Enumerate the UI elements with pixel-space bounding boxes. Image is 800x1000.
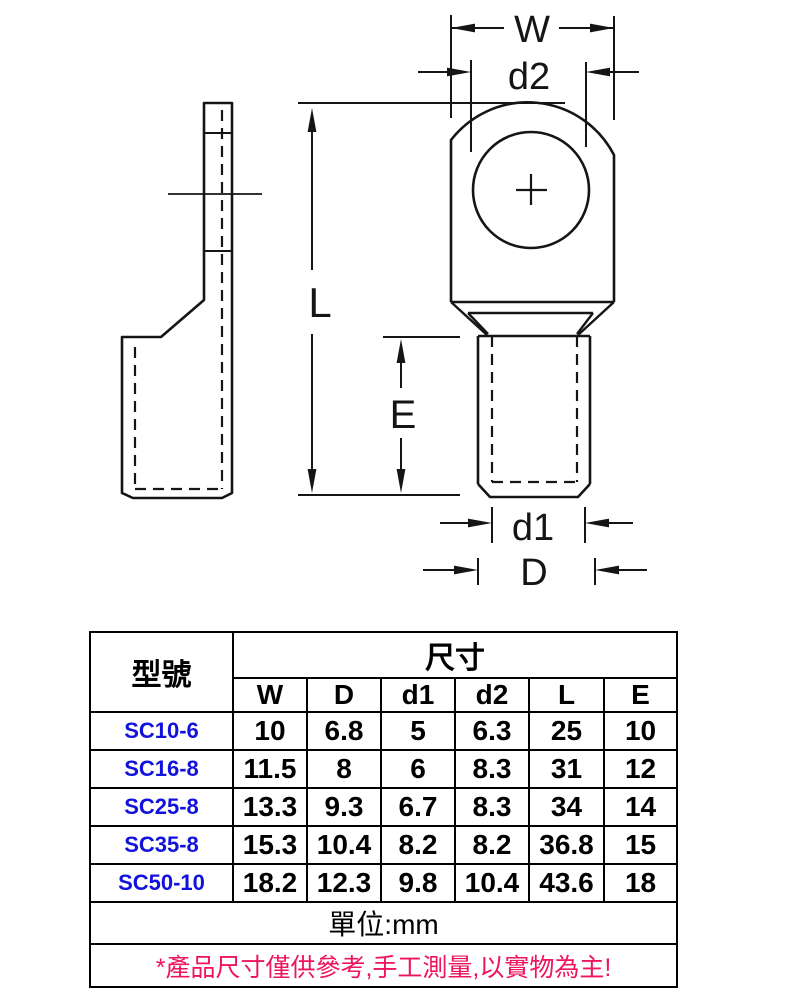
value-cell: 31 bbox=[528, 749, 605, 789]
dim-d1 bbox=[440, 507, 633, 543]
label-d2: d2 bbox=[508, 56, 550, 98]
value-cell: 6.8 bbox=[306, 711, 382, 751]
col-header-d1: d1 bbox=[380, 677, 456, 713]
value-cell: 9.3 bbox=[306, 787, 382, 827]
col-header-d2: d2 bbox=[454, 677, 530, 713]
label-E: E bbox=[390, 393, 417, 437]
label-D: D bbox=[520, 552, 547, 594]
value-cell: 18 bbox=[602, 863, 679, 903]
unit-row: 單位:mm bbox=[88, 901, 679, 945]
barrel bbox=[476, 334, 592, 499]
table-row: SC50-10 18.2 12.3 9.8 10.4 43.6 18 bbox=[89, 863, 679, 903]
value-cell: 25 bbox=[528, 711, 605, 751]
value-cell: 10 bbox=[602, 711, 679, 751]
dim-D bbox=[423, 558, 647, 585]
value-cell: 6.3 bbox=[454, 711, 530, 751]
value-cell: 36.8 bbox=[528, 825, 605, 865]
col-header-E: E bbox=[602, 677, 679, 713]
value-cell: 10.4 bbox=[306, 825, 382, 865]
side-view bbox=[120, 101, 262, 500]
header-row-2: W D d1 d2 L E bbox=[90, 677, 679, 713]
hole-center-cross bbox=[516, 174, 547, 205]
header-row-1: 型號 尺寸 bbox=[89, 631, 679, 713]
dimensions bbox=[298, 15, 647, 585]
model-cell: SC16-8 bbox=[89, 749, 234, 789]
table-row: SC10-6 10 6.8 5 6.3 25 10 bbox=[89, 711, 679, 751]
bolt-hole bbox=[471, 130, 591, 250]
value-cell: 11.5 bbox=[232, 749, 308, 789]
value-cell: 8.3 bbox=[454, 787, 530, 827]
unit-note: 單位:mm bbox=[88, 901, 679, 945]
value-cell: 6.7 bbox=[380, 787, 456, 827]
value-cell: 12 bbox=[602, 749, 679, 789]
label-W: W bbox=[514, 9, 550, 51]
front-view bbox=[449, 101, 616, 499]
shoulder-taper bbox=[450, 301, 615, 336]
spec-table: 型號 尺寸 W D d1 d2 L E SC10-6 10 6.8 5 6.3 … bbox=[88, 631, 679, 988]
value-cell: 34 bbox=[528, 787, 605, 827]
side-view-outline bbox=[120, 101, 234, 500]
dim-E bbox=[383, 336, 460, 493]
barrel-hidden-lines bbox=[490, 336, 579, 484]
value-cell: 6 bbox=[380, 749, 456, 789]
value-cell: 18.2 bbox=[232, 863, 308, 903]
model-cell: SC35-8 bbox=[89, 825, 234, 865]
value-cell: 43.6 bbox=[528, 863, 605, 903]
value-cell: 15 bbox=[602, 825, 679, 865]
dim-d2 bbox=[418, 60, 639, 152]
dim-W bbox=[450, 15, 615, 120]
footnote: *產品尺寸僅供參考,手工測量,以實物為主! bbox=[88, 943, 679, 988]
cable-lug-technical-drawing: W d2 L E d1 D bbox=[120, 9, 647, 594]
col-header-D: D bbox=[306, 677, 382, 713]
value-cell: 9.8 bbox=[380, 863, 456, 903]
model-cell: SC10-6 bbox=[89, 711, 234, 751]
value-cell: 8 bbox=[306, 749, 382, 789]
footnote-row: *產品尺寸僅供參考,手工測量,以實物為主! bbox=[88, 943, 679, 988]
hidden-lines bbox=[133, 110, 224, 491]
dim-L bbox=[298, 102, 565, 496]
value-cell: 5 bbox=[380, 711, 456, 751]
value-cell: 8.2 bbox=[380, 825, 456, 865]
table-row: SC25-8 13.3 9.3 6.7 8.3 34 14 bbox=[89, 787, 679, 827]
value-cell: 15.3 bbox=[232, 825, 308, 865]
size-header: 尺寸 bbox=[231, 631, 679, 679]
value-cell: 10 bbox=[232, 711, 308, 751]
value-cell: 8.2 bbox=[454, 825, 530, 865]
label-d1: d1 bbox=[512, 507, 554, 549]
col-header-W: W bbox=[232, 677, 308, 713]
value-cell: 12.3 bbox=[306, 863, 382, 903]
model-cell: SC50-10 bbox=[89, 863, 234, 903]
value-cell: 10.4 bbox=[454, 863, 530, 903]
label-L: L bbox=[308, 279, 331, 326]
value-cell: 13.3 bbox=[232, 787, 308, 827]
model-header: 型號 bbox=[89, 631, 234, 713]
value-cell: 8.3 bbox=[454, 749, 530, 789]
table-row: SC35-8 15.3 10.4 8.2 8.2 36.8 15 bbox=[89, 825, 679, 865]
value-cell: 14 bbox=[602, 787, 679, 827]
table-row: SC16-8 11.5 8 6 8.3 31 12 bbox=[89, 749, 679, 789]
col-header-L: L bbox=[528, 677, 605, 713]
model-cell: SC25-8 bbox=[89, 787, 234, 827]
